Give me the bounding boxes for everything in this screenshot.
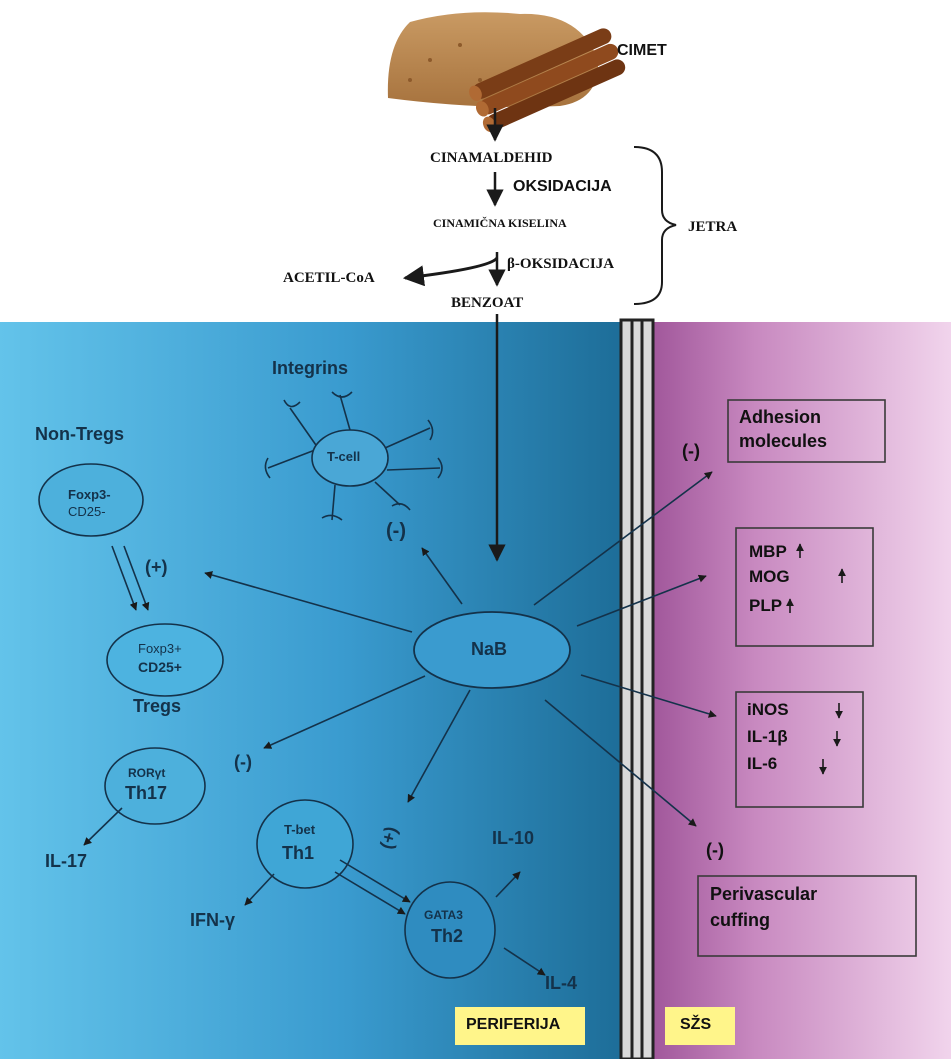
cinamaldehid-label: CINAMALDEHID <box>430 150 553 166</box>
nontreg-foxp3-label: Foxp3- <box>68 487 111 502</box>
cns-region <box>650 322 951 1059</box>
il17-label: IL-17 <box>45 851 88 871</box>
myelin-box <box>735 527 874 647</box>
arrow-th2-il4 <box>503 947 546 976</box>
arrow-th1-th2-2 <box>334 871 406 915</box>
cimet-label: CIMET <box>617 42 667 59</box>
tcell-label: T-cell <box>327 449 361 464</box>
th1-tbet-label: T-bet <box>284 822 316 837</box>
nontreg-cd25-label: CD25- <box>68 504 106 519</box>
sign-minus-th17: (-) <box>234 752 252 772</box>
th17-label: Th17 <box>125 783 168 803</box>
arrow-th2-il10 <box>495 871 521 898</box>
arrow-nab-th1 <box>407 689 471 803</box>
sign-minus-adhesion: (-) <box>682 441 700 461</box>
arrow-nab-adhesion <box>533 471 713 606</box>
th2-cell <box>404 881 496 979</box>
ifn-label: IFN-γ <box>190 910 235 930</box>
cytokine-box <box>735 691 864 808</box>
treg-cd25-label: CD25+ <box>138 659 182 675</box>
arrow-th1-th2-1 <box>339 859 411 903</box>
il1b-label: IL-1β <box>747 727 788 746</box>
arrow-nab-tregs <box>204 571 413 633</box>
arrow-nab-cytokines <box>580 674 717 718</box>
th2-label: Th2 <box>431 926 464 946</box>
mbp-label: MBP <box>749 542 787 561</box>
th1-label: Th1 <box>282 843 315 863</box>
non-tregs-label: Non-Tregs <box>35 424 125 444</box>
il4-label: IL-4 <box>545 973 578 993</box>
arrow-nab-myelin <box>576 574 707 627</box>
th2-gata3-label: GATA3 <box>424 908 463 922</box>
perivascular-box <box>697 875 917 957</box>
nab-label: NaB <box>471 639 508 659</box>
arrow-nab-th17 <box>263 675 426 749</box>
periphery-label-box <box>455 1007 585 1045</box>
perivascular-label-line1: Perivascular <box>710 884 818 904</box>
treg-cell <box>106 623 224 697</box>
arrow-th17-il17 <box>83 807 123 846</box>
benzoat-label: BENZOAT <box>451 295 524 311</box>
il6-label: IL-6 <box>747 754 778 773</box>
mog-label: MOG <box>749 567 790 586</box>
th17-ror-label: RORγt <box>128 766 166 780</box>
liver-bracket <box>633 146 677 305</box>
szs-label: SŽS <box>680 1016 712 1033</box>
th17-cell <box>104 747 206 825</box>
cinnamon-image <box>387 12 626 133</box>
adhesion-box <box>727 399 886 463</box>
oksidacija-label: OKSIDACIJA <box>513 178 612 195</box>
sign-minus-perivascular: (-) <box>706 840 724 860</box>
cns-label-box <box>665 1007 735 1045</box>
nab-node <box>413 611 571 689</box>
arrow-nab-perivascular <box>544 699 697 827</box>
plp-label: PLP <box>749 596 783 615</box>
beta-oksidacija-label: β-OKSIDACIJA <box>507 256 615 272</box>
inos-label: iNOS <box>747 700 789 719</box>
periferija-label: PERIFERIJA <box>466 1016 561 1033</box>
th1-cell <box>256 799 354 889</box>
sign-plus-tregs: (+) <box>145 557 168 577</box>
arrow-nontreg-treg-1 <box>111 545 138 611</box>
il10-label: IL-10 <box>492 828 535 848</box>
jetra-label: JETRA <box>688 219 738 235</box>
arrow-th1-ifn <box>244 873 275 906</box>
treg-foxp3-label: Foxp3+ <box>138 641 182 656</box>
blood-brain-barrier <box>619 318 655 1059</box>
perivascular-label-line2: cuffing <box>710 910 770 930</box>
acetil-coa-label: ACETIL-CoA <box>283 270 375 286</box>
adhesion-label-line1: Adhesion <box>739 407 822 427</box>
nontreg-cell <box>38 463 144 537</box>
adhesion-label-line2: molecules <box>739 431 828 451</box>
integrins-label: Integrins <box>272 358 349 378</box>
periphery-region <box>0 322 623 1059</box>
cinamicna-kiselina-label: CINAMIČNA KISELINA <box>433 216 567 230</box>
sign-minus-tcell: (-) <box>386 520 406 542</box>
arrow-nab-tcell <box>421 547 463 605</box>
arrow-acetyl-coa <box>402 256 499 287</box>
arrow-nontreg-treg-2 <box>123 545 150 611</box>
tregs-label: Tregs <box>133 696 182 716</box>
t-cell-integrins <box>264 391 443 521</box>
